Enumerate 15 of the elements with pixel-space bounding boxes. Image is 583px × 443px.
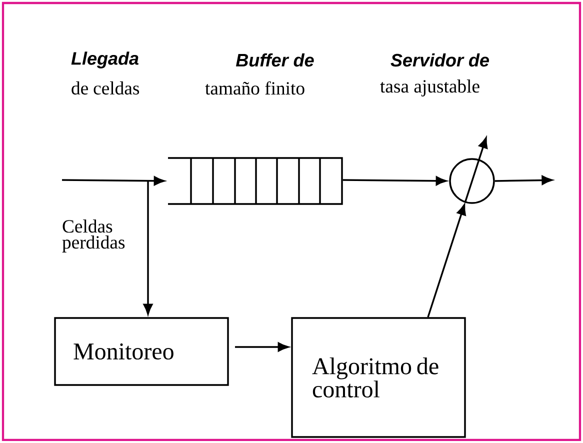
- arrow: [342, 176, 447, 186]
- arrow: [494, 176, 552, 185]
- heading: Llegada: [71, 52, 139, 68]
- control-box: Algoritmo de control: [291, 317, 466, 438]
- heading: Buffer de: [236, 53, 314, 67]
- arrow: [62, 176, 165, 186]
- subheading: tasa ajustable: [380, 80, 480, 96]
- subheading: de celdas: [72, 81, 140, 95]
- heading: Servidor de: [390, 53, 489, 67]
- arrow: [235, 342, 289, 352]
- side-label: Celdas perdidas: [62, 220, 125, 252]
- subheading: tamaño finito: [205, 81, 304, 95]
- arrow: [427, 204, 466, 318]
- monitor-box: Monitoreo: [54, 317, 229, 386]
- arrow: [143, 180, 153, 315]
